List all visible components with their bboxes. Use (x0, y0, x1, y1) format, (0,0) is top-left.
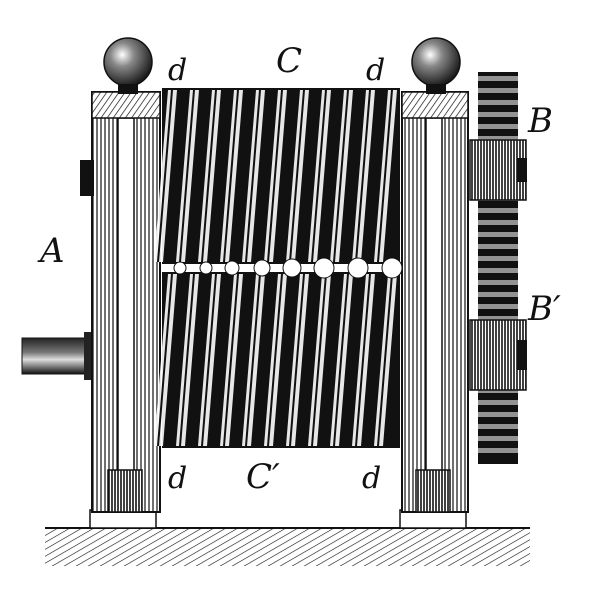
gear-wheel (469, 72, 527, 464)
label-d-top-right: d (366, 53, 385, 88)
label-d-top-left: d (168, 53, 187, 88)
nip-gap (173, 257, 403, 279)
frame-left (80, 37, 161, 529)
label-d-bottom-right: d (362, 461, 381, 496)
label-gear-B: B (527, 101, 553, 141)
drive-shaft (21, 332, 94, 380)
roller-upper (154, 88, 400, 264)
roller-lower (154, 272, 400, 448)
ground-base (45, 527, 530, 566)
label-d-bottom-left: d (168, 461, 187, 496)
label-gear-B-prime: B′ (527, 289, 561, 329)
label-roller-C-prime: C′ (246, 457, 280, 497)
label-roller-C: C (276, 41, 302, 81)
frame-right (399, 37, 469, 529)
label-frame-A: A (37, 231, 65, 271)
